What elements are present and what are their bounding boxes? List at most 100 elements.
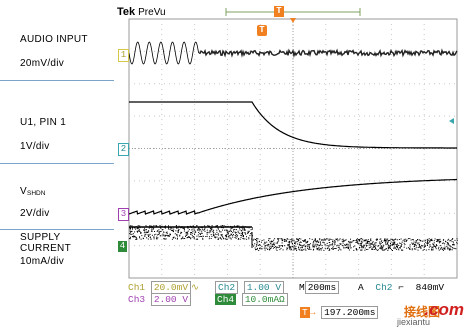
ch4-noise-dot (159, 235, 161, 237)
ch2-setting[interactable]: Ch2 1.00 V (215, 281, 285, 294)
ch4-noise-dot (207, 225, 209, 227)
ch4-noise-dot (208, 232, 210, 234)
ch4-noise-dot (448, 243, 449, 245)
ch4-noise-dot (422, 249, 424, 251)
ch4-noise-dot (286, 240, 288, 242)
ch4-noise-dot (371, 248, 373, 250)
ch4-noise-dot (365, 239, 367, 241)
ch4-noise-dot (396, 247, 398, 248)
ch4-noise-dot (257, 238, 259, 240)
ch4-noise-dot (363, 245, 365, 247)
ch4-noise-dot (250, 233, 252, 235)
trigger-position-setting[interactable]: T→ 197.200ms (300, 306, 379, 319)
ch4-noise-dot (216, 234, 218, 236)
ch4-noise-dot (353, 249, 355, 251)
ch3-setting[interactable]: Ch3 2.00 V (128, 293, 192, 306)
ch4-noise-dot (373, 246, 375, 248)
ch4-noise-dot (188, 229, 190, 231)
ch4-noise-dot (374, 245, 376, 247)
ch3-ground-marker[interactable]: 3 (118, 208, 129, 221)
ch4-noise-dot (168, 228, 170, 230)
ch4-noise-dot (202, 235, 204, 237)
ch4-noise-dot (385, 248, 387, 250)
ch4-noise-dot (211, 235, 213, 237)
ch4-noise-dot (366, 241, 368, 243)
ch4-noise-dot (456, 239, 458, 241)
ch1-setting[interactable]: Ch1 20.0mV∿ (128, 281, 199, 294)
trigger-marker-screen[interactable]: T (257, 25, 267, 36)
ch4-noise-dot (343, 240, 345, 242)
ch4-noise-dot (442, 239, 444, 241)
ch4-noise-dot (427, 244, 428, 246)
watermark-domain: .com (424, 300, 464, 319)
ch4-noise-dot (312, 244, 314, 246)
ch4-noise-dot (311, 238, 313, 240)
ch4-setting[interactable]: Ch4 10.0mAΩ (215, 293, 288, 306)
ch4-noise-dot (156, 230, 158, 232)
ch4-noise-dot (186, 232, 188, 234)
ch4-noise-dot (287, 244, 289, 246)
ch4-noise-dot (404, 243, 406, 245)
ch4-noise-dot (193, 236, 194, 238)
ch4-noise-dot (440, 245, 442, 247)
trigger-setting[interactable]: A Ch2 ⌐ 840mV (358, 282, 444, 294)
ch4-noise-dot (417, 247, 419, 248)
ch4-noise-dot (143, 229, 144, 231)
ch4-noise-dot (242, 232, 244, 234)
ch4-ground-marker[interactable]: 4 (118, 241, 127, 252)
ch4-noise-dot (152, 228, 154, 230)
ch4-noise-dot (279, 245, 281, 247)
ch4-noise-dot (309, 244, 310, 246)
ch4-noise-dot (287, 245, 289, 247)
ch4-noise-dot (218, 230, 220, 232)
ch4-noise-dot (289, 239, 291, 241)
ch4-noise-dot (174, 233, 176, 235)
ch4-noise-dot (264, 242, 266, 244)
ch4-noise-dot (190, 238, 192, 240)
ch4-noise-dot (446, 244, 448, 246)
ch4-noise-dot (281, 242, 283, 244)
ch4-noise-dot (132, 227, 134, 229)
ch4-noise-dot (291, 239, 293, 241)
trigger-level-arrow[interactable] (449, 118, 454, 124)
ch4-noise-dot (387, 243, 388, 245)
ch4-noise-dot (303, 249, 305, 251)
ch4-noise-dot (226, 238, 228, 240)
ch4-noise-dot (275, 246, 277, 248)
ch4-noise-dot (433, 244, 435, 246)
ch4-noise-dot (164, 238, 165, 240)
ch4-noise-dot (274, 246, 275, 248)
ch4-noise-dot (158, 232, 160, 234)
ch4-noise-dot (209, 230, 211, 232)
ch1-ground-marker[interactable]: 1 (118, 49, 129, 62)
ch4-noise-dot (396, 248, 397, 250)
ch4-noise-dot (235, 237, 237, 239)
ch4-noise-dot (328, 245, 330, 247)
ch4-noise-dot (266, 244, 268, 246)
ch4-noise-dot (347, 248, 349, 249)
graticule (128, 18, 458, 279)
ch4-noise-dot (448, 248, 450, 250)
ch4-noise-dot (270, 245, 272, 247)
ch4-noise-dot (239, 227, 241, 229)
ch4-noise-dot (130, 231, 132, 233)
ch4-noise-dot (204, 230, 206, 232)
ch1-label: Ch1 (128, 282, 146, 293)
ch2-ground-marker[interactable]: 2 (118, 143, 129, 156)
ch4-noise-dot (156, 237, 158, 239)
ch4-noise-dot (248, 227, 250, 229)
ch4-noise-dot (220, 225, 222, 227)
trigger-position-arrow[interactable] (290, 18, 296, 23)
ch4-noise-dot (387, 249, 389, 251)
ch4-noise-dot (235, 235, 237, 237)
ch4-noise-dot (266, 247, 268, 249)
ch4-noise-dot (297, 243, 298, 245)
ch4-noise-dot (180, 231, 182, 233)
ch4-noise-dot (413, 248, 415, 250)
ch4-noise-dot (388, 240, 390, 241)
ch4-noise-dot (254, 247, 256, 249)
ch4-noise-dot (396, 239, 398, 241)
ch4-noise-dot (280, 247, 282, 249)
ch4-noise-dot (129, 233, 131, 235)
